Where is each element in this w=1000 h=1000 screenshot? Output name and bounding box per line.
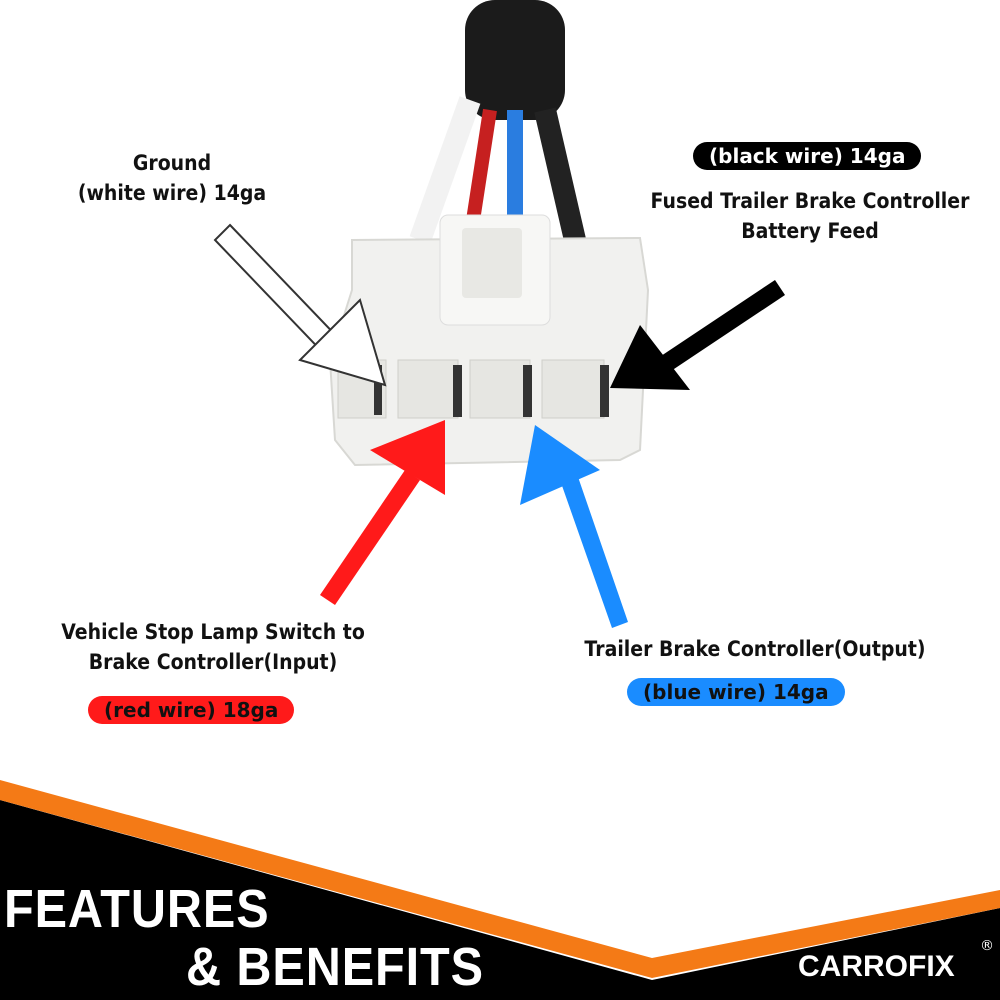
banner-features: FEATURES [4,879,270,939]
banner-benefits: & BENEFITS [186,937,484,997]
red-arrow-icon [320,420,445,605]
black-desc-line2: Battery Feed [741,219,879,243]
black-wire-label: Fused Trailer Brake Controller Battery F… [630,186,990,246]
red-wire-label: Vehicle Stop Lamp Switch to Brake Contro… [47,617,380,677]
white-arrow-icon [213,223,387,387]
latch-tab [462,228,522,298]
blue-wire-badge: (blue wire) 14ga [627,678,845,706]
cable-sheath [465,0,565,120]
banner-black [0,800,1000,1000]
brand-logo: CARROFIX [798,950,955,983]
black-desc-line1: Fused Trailer Brake Controller [650,189,970,213]
registered-mark: ® [980,938,994,954]
ground-label: Ground (white wire) 14ga [73,148,271,208]
pin-slots [337,359,609,419]
black-wire [534,107,586,243]
white-wire [409,96,481,244]
red-wire-badge: (red wire) 18ga [88,696,295,724]
ground-wire-spec: (white wire) 14ga [77,181,267,205]
red-desc-line2: Brake Controller(Input) [88,650,338,674]
blue-wire-label: Trailer Brake Controller(Output) [584,637,926,661]
red-desc-line1: Vehicle Stop Lamp Switch to [61,620,365,644]
blue-arrow-icon [520,425,628,628]
black-arrow-icon [610,280,785,390]
black-wire-badge: (black wire) 14ga [693,142,922,170]
ground-title: Ground [132,151,212,175]
